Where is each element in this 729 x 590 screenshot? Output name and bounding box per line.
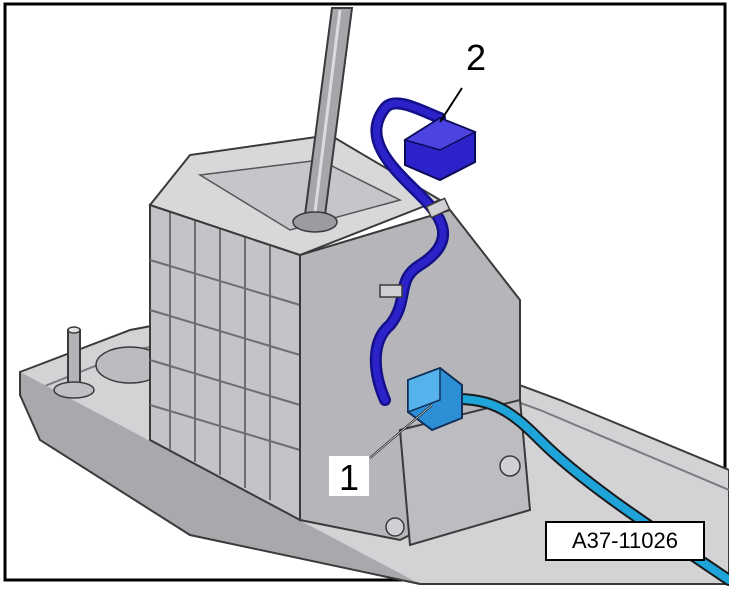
callout-label-2: 2: [465, 37, 487, 78]
shift-lever-boot: [292, 211, 338, 233]
mount-bolt-2: [385, 517, 405, 537]
mounting-stud: [67, 329, 81, 391]
mounting-stud-base: [53, 381, 95, 399]
harness-clip-2: [379, 284, 403, 298]
figure-id-box: A37-11026: [545, 521, 705, 561]
leader-line-2: [439, 87, 463, 123]
harness-clip: [425, 197, 451, 219]
connector-2-top: [403, 117, 477, 151]
lower-mount-block: [398, 398, 532, 547]
leader-line-1-white: [369, 404, 433, 459]
mounting-stud-top: [67, 326, 81, 334]
housing-top-detail: [197, 159, 403, 231]
harness-dark-blue-inner: [372, 99, 447, 404]
callout-label-1: 1: [329, 456, 369, 496]
mount-bolt: [499, 455, 521, 477]
shift-lever-highlight: [313, 9, 342, 213]
housing-ribs: [149, 212, 301, 500]
cable-connector-1-face: [407, 366, 441, 414]
